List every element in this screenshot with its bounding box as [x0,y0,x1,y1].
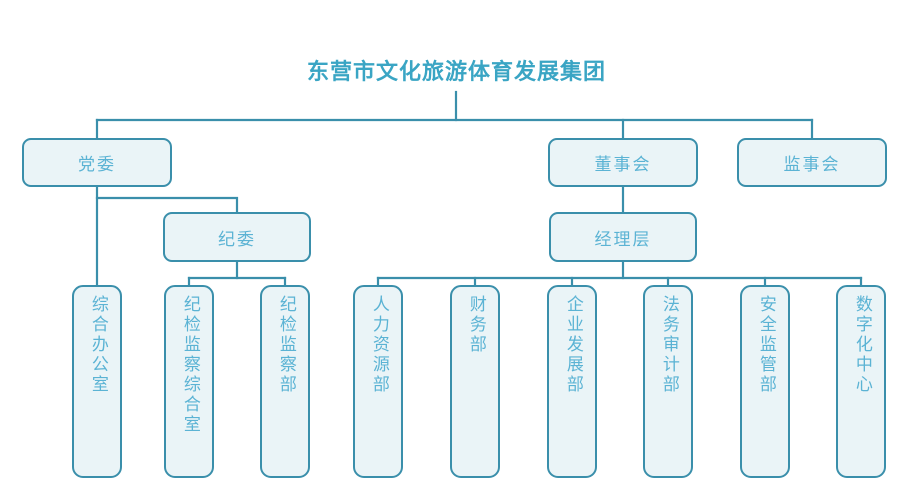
node-enterprise-development-dept[interactable]: 企业发展部 [547,285,597,478]
node-finance-dept[interactable]: 财务部 [450,285,500,478]
node-label: 纪委 [218,229,256,250]
node-label: 党委 [78,155,116,175]
node-board-of-supervisors[interactable]: 监事会 [737,138,887,187]
node-party-committee[interactable]: 党委 [22,138,172,187]
node-discipline-inspection-general-office[interactable]: 纪检监察综合室 [164,285,214,478]
node-label: 数字化中心 [851,295,872,395]
connector-party-to-discipline [95,196,239,214]
node-label: 纪检监察综合室 [179,295,200,435]
node-digitalization-center[interactable]: 数字化中心 [836,285,886,478]
node-legal-audit-dept[interactable]: 法务审计部 [643,285,693,478]
page-title: 东营市文化旅游体育发展集团 [306,60,606,85]
node-general-office[interactable]: 综合办公室 [72,285,122,478]
node-safety-supervision-dept[interactable]: 安全监管部 [740,285,790,478]
node-human-resources-dept[interactable]: 人力资源部 [353,285,403,478]
node-label: 企业发展部 [562,295,583,395]
node-label: 人力资源部 [368,295,389,395]
node-label: 监事会 [783,155,841,175]
node-label: 董事会 [594,155,652,175]
node-label: 安全监管部 [755,295,776,395]
node-label: 综合办公室 [87,295,108,395]
node-label: 法务审计部 [658,295,679,395]
node-label: 经理层 [594,229,652,250]
node-discipline-committee[interactable]: 纪委 [163,212,311,262]
node-discipline-inspection-dept[interactable]: 纪检监察部 [260,285,310,478]
node-management-layer[interactable]: 经理层 [549,212,697,262]
node-label: 财务部 [465,295,486,355]
node-label: 纪检监察部 [275,295,296,395]
node-board-of-directors[interactable]: 董事会 [548,138,698,187]
